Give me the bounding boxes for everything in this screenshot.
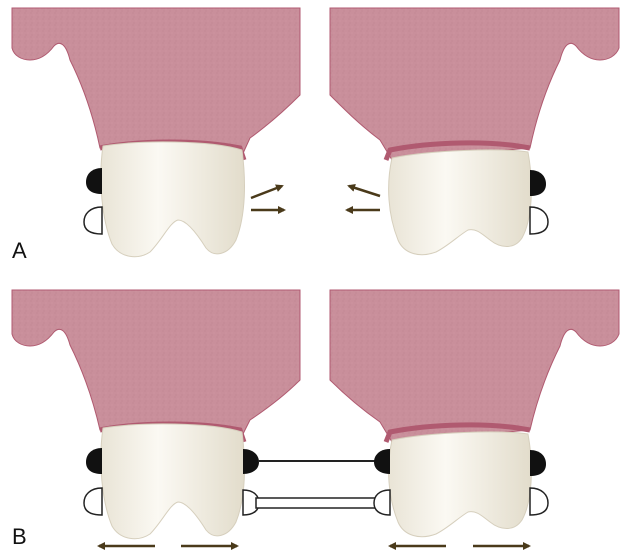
left-tooth xyxy=(101,424,245,539)
left-buccal-tube xyxy=(84,488,102,515)
right-buccal-tube xyxy=(530,207,548,234)
panel-b xyxy=(12,290,619,546)
right-buccal-tube xyxy=(530,488,548,515)
right-alveolar-bone xyxy=(330,8,619,160)
arrow-a-left-up xyxy=(251,186,282,198)
right-buccal-bracket xyxy=(530,450,546,476)
panel-label-b: B xyxy=(12,526,27,548)
left-alveolar-bone xyxy=(12,8,300,160)
left-tooth xyxy=(101,142,245,257)
left-buccal-bracket xyxy=(86,448,102,474)
right-tooth xyxy=(389,150,532,255)
right-tooth xyxy=(389,432,532,537)
panel-label-a: A xyxy=(12,240,27,262)
transpalatal-wire-lower xyxy=(256,498,378,508)
left-buccal-bracket xyxy=(86,168,102,194)
right-lingual-tube xyxy=(374,490,390,515)
arrow-a-right-up xyxy=(349,186,380,196)
right-buccal-bracket xyxy=(530,170,546,196)
panel-a xyxy=(12,8,619,257)
right-alveolar-bone xyxy=(330,290,619,442)
left-lingual-bracket xyxy=(243,449,259,474)
left-buccal-tube xyxy=(84,207,102,234)
right-lingual-bracket xyxy=(374,449,390,474)
left-alveolar-bone xyxy=(12,290,300,440)
